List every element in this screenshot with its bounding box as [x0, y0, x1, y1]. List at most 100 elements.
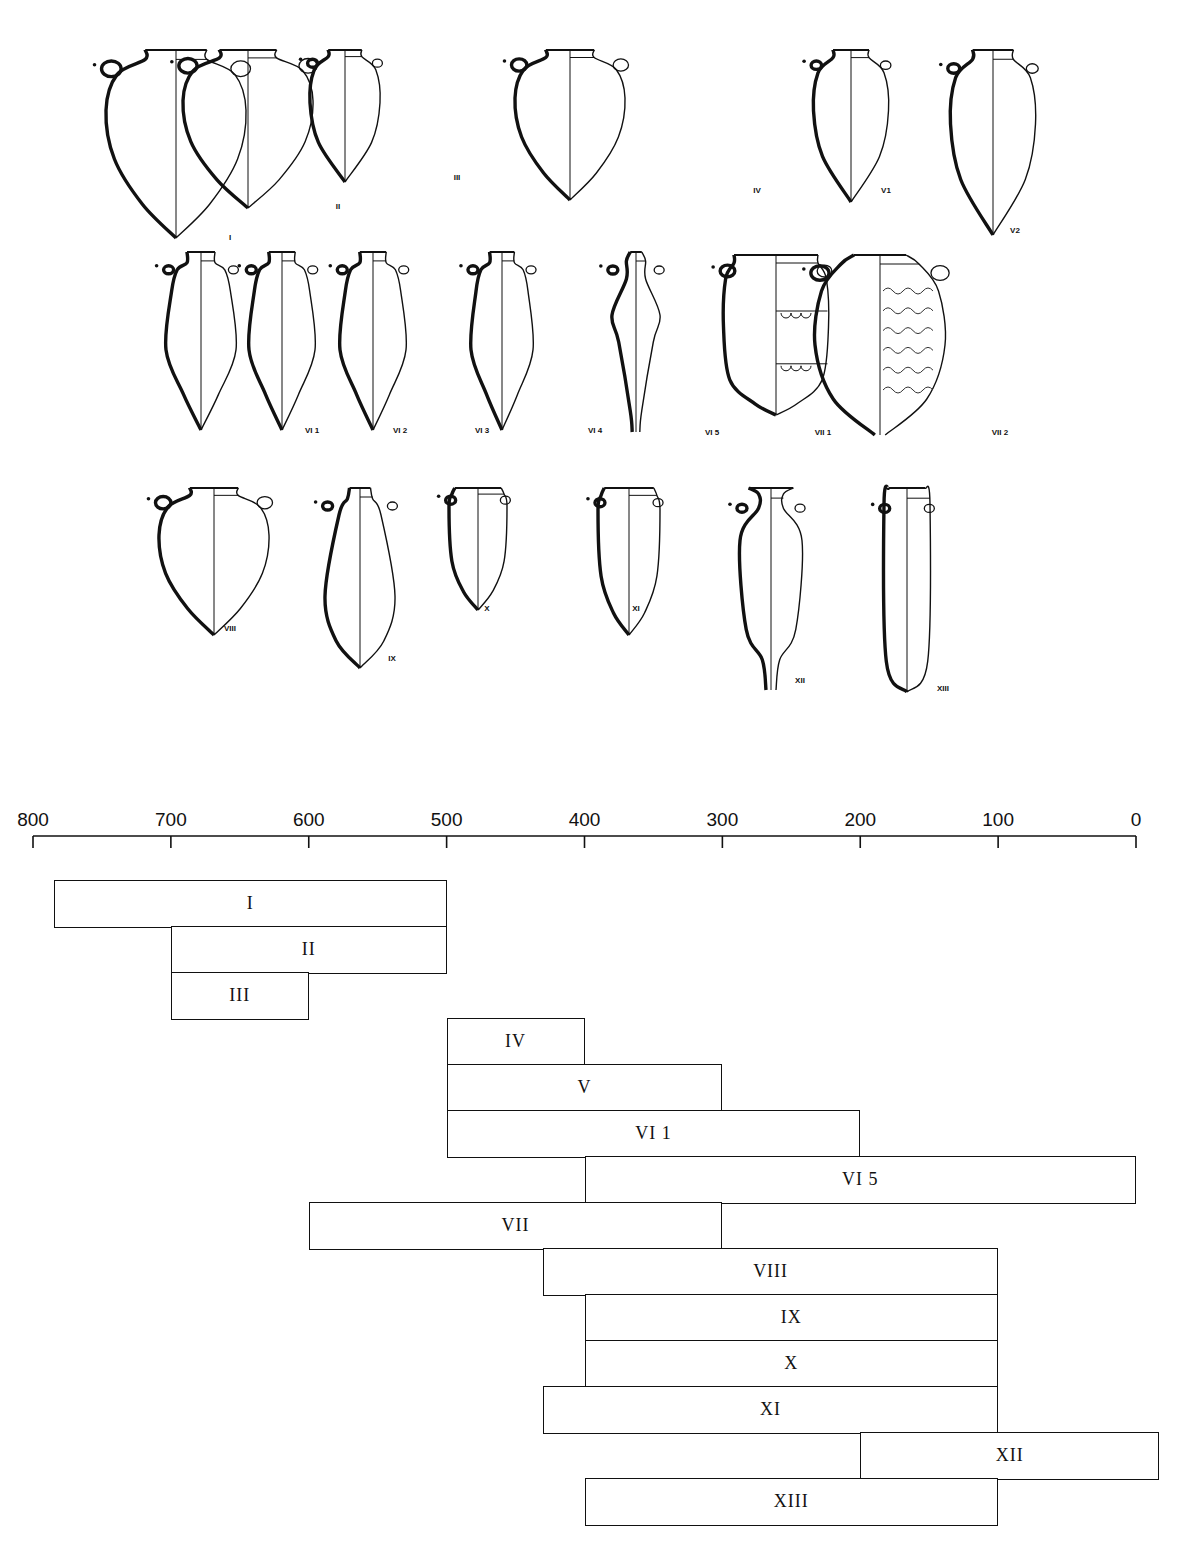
- axis-number: 100: [982, 809, 1014, 831]
- axis-tick: [446, 836, 448, 848]
- section-half: [340, 252, 373, 430]
- amphora-profile: [237, 252, 317, 430]
- marker-dot: [147, 497, 151, 501]
- painted-decoration: [883, 308, 933, 314]
- section-half: [739, 488, 766, 690]
- amphora-profile: [328, 252, 408, 430]
- marker-dot: [711, 265, 715, 269]
- rim: [833, 49, 869, 51]
- section-half: [325, 488, 360, 668]
- amphora-profile: [299, 50, 383, 182]
- neck-line: [570, 57, 594, 58]
- outline-half: [885, 255, 945, 435]
- handle: [595, 499, 605, 507]
- rim: [269, 251, 295, 253]
- handle: [337, 266, 347, 274]
- amphora-profiles: [93, 50, 1039, 692]
- handle: [720, 265, 735, 277]
- outline-half: [345, 50, 380, 182]
- axis-line: [345, 50, 346, 181]
- axis-line: [214, 488, 215, 634]
- date-range-bar: III: [171, 972, 309, 1020]
- bar-label: V: [578, 1077, 592, 1098]
- axis-tick: [997, 836, 999, 848]
- painted-decoration: [883, 367, 933, 373]
- axis-line: [851, 50, 852, 201]
- handle: [653, 499, 663, 507]
- handle: [654, 266, 664, 274]
- outline-half: [851, 50, 889, 202]
- axis-line: [360, 488, 361, 667]
- marker-dot: [728, 502, 732, 506]
- axis-tick: [859, 836, 861, 848]
- rim: [546, 49, 594, 51]
- rim: [350, 487, 371, 489]
- bar-label: VI 5: [842, 1169, 879, 1190]
- bar-label: VIII: [753, 1261, 788, 1282]
- painted-decoration: [883, 328, 933, 334]
- handle: [155, 497, 170, 509]
- axis-tick: [170, 836, 172, 848]
- handle: [468, 266, 478, 274]
- neck-line: [851, 57, 869, 58]
- neck-line: [214, 495, 238, 496]
- axis-line: [880, 255, 881, 435]
- axis-line: [907, 488, 908, 691]
- bar-label: IX: [781, 1307, 802, 1328]
- axis-line: [776, 255, 777, 414]
- type-label: XI: [632, 604, 640, 613]
- amphora-profile: [599, 252, 664, 432]
- outline-half: [776, 255, 829, 415]
- outline-half: [478, 488, 507, 610]
- type-label: VI 1: [305, 426, 319, 435]
- outline-half: [629, 488, 660, 635]
- handle: [795, 504, 805, 512]
- rim: [734, 254, 818, 256]
- outline-half: [570, 50, 625, 200]
- bar-label: X: [784, 1353, 798, 1374]
- axis-line: [993, 50, 994, 234]
- outline-half: [214, 488, 269, 635]
- outline-half: [993, 50, 1036, 235]
- amphora-profile: [939, 50, 1038, 235]
- axis-number: 0: [1131, 809, 1142, 831]
- axis-line: [629, 488, 630, 634]
- bar-label: II: [302, 939, 316, 960]
- rim: [604, 487, 654, 489]
- marker-dot: [93, 63, 97, 67]
- handle: [511, 59, 526, 71]
- outline-half: [640, 252, 660, 432]
- rim: [455, 487, 501, 489]
- axis-number: 400: [569, 809, 601, 831]
- type-label: XIII: [937, 684, 949, 693]
- handle: [323, 502, 333, 510]
- marker-dot: [503, 59, 507, 63]
- marker-dot: [155, 264, 159, 268]
- marker-dot: [299, 57, 303, 61]
- date-range-bar: II: [171, 926, 447, 974]
- amphora-profile: [170, 50, 317, 208]
- bar-label: VII: [502, 1215, 530, 1236]
- date-range-bar: V: [447, 1064, 723, 1112]
- handle: [924, 504, 934, 512]
- handle: [257, 497, 272, 509]
- axis-line: [771, 488, 772, 690]
- rim: [190, 487, 238, 489]
- marker-dot: [237, 264, 241, 268]
- axis-line: [478, 488, 479, 609]
- handle: [372, 59, 382, 67]
- axis-line: [373, 252, 374, 429]
- amphora-profile: [586, 488, 663, 635]
- section-half: [884, 486, 907, 692]
- neck-line: [907, 498, 930, 499]
- axis-tick: [308, 836, 310, 848]
- handle: [811, 61, 822, 69]
- bar-label: IV: [505, 1031, 526, 1052]
- axis-line: [502, 252, 503, 429]
- axis-tick: [32, 836, 34, 848]
- axis-line: [636, 252, 637, 432]
- painted-decoration: [781, 313, 811, 318]
- type-label: IV: [753, 186, 761, 195]
- handle: [399, 266, 409, 274]
- date-range-bar: IX: [585, 1294, 999, 1342]
